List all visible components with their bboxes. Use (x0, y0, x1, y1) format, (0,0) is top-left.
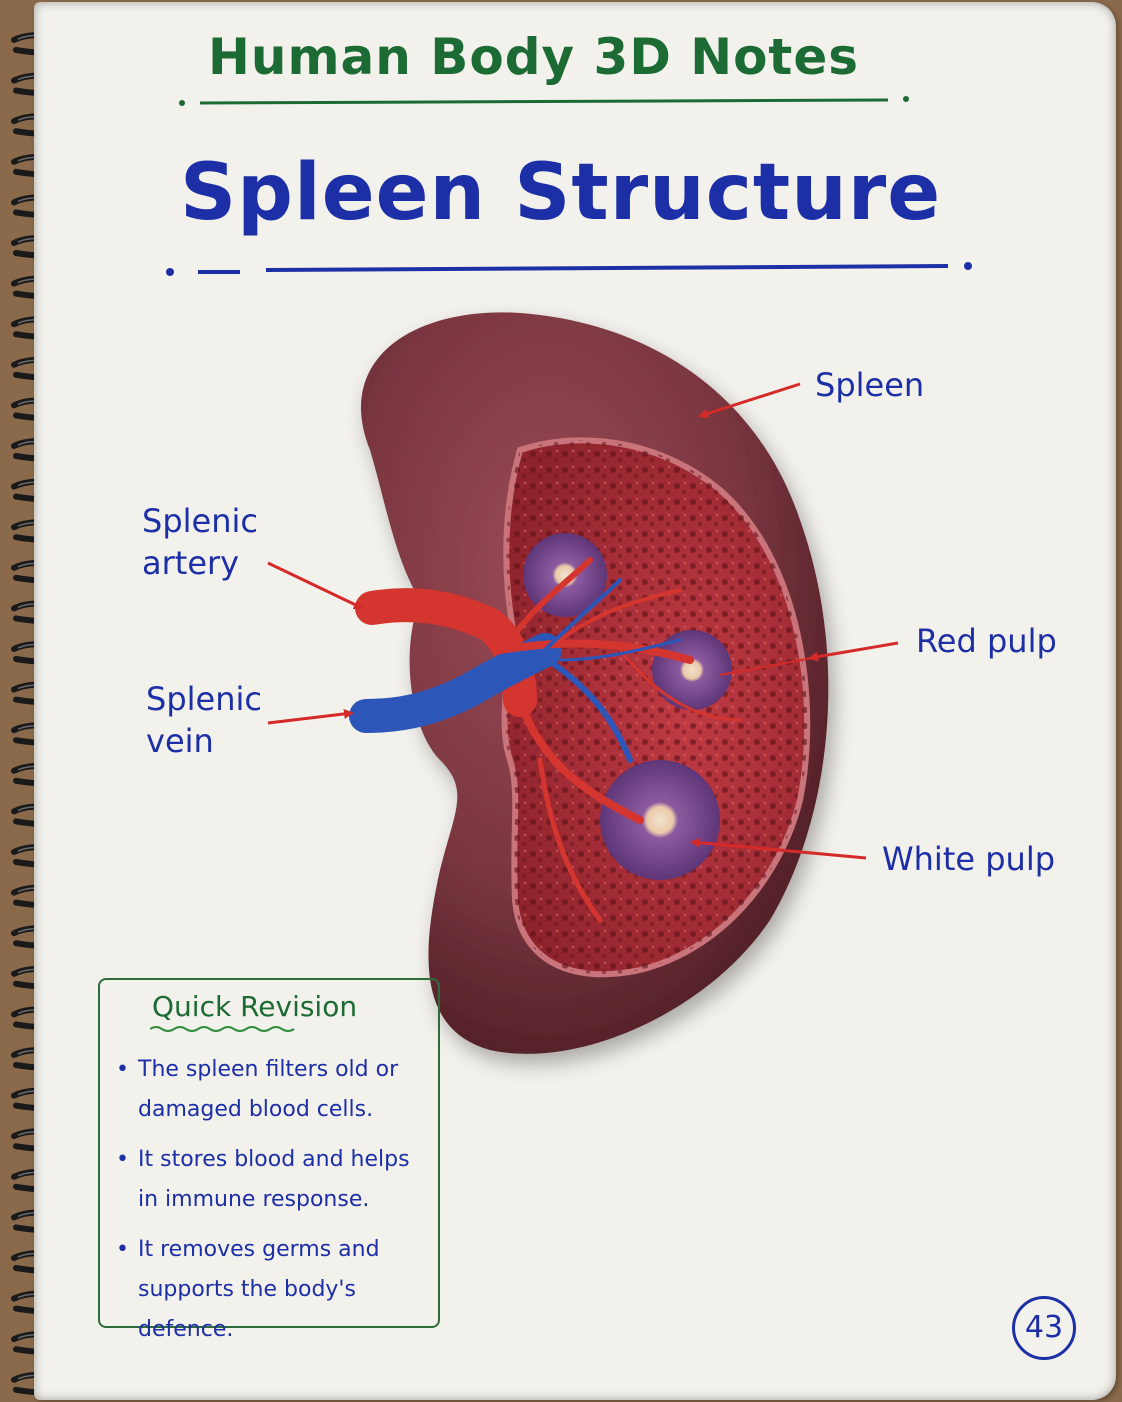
quick-revision-title: Quick Revision (152, 990, 358, 1023)
quick-revision-box: Quick Revision •The spleen filters old o… (98, 978, 440, 1342)
page-title: Spleen Structure (180, 148, 942, 238)
page-number: 43 (1012, 1296, 1076, 1360)
label-red-pulp: Red pulp (916, 622, 1057, 660)
label-spleen: Spleen (815, 366, 925, 404)
label-white-pulp: White pulp (882, 840, 1056, 878)
revision-title-underline (150, 1026, 295, 1032)
header-title: Human Body 3D Notes (208, 28, 860, 86)
